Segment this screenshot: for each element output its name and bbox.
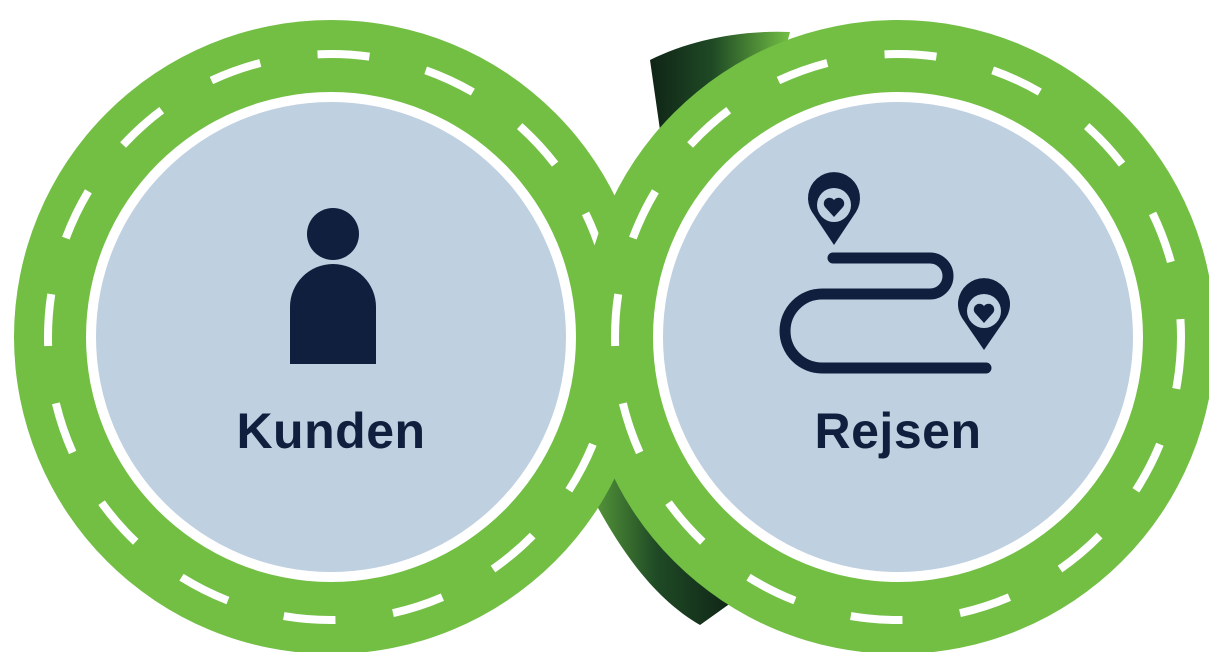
circle-rejsen: Rejsen [581, 20, 1209, 652]
inner-disc-right [663, 102, 1133, 572]
location-heart-pin-icon [958, 278, 1010, 350]
person-icon [290, 208, 376, 364]
road-dashes-right [611, 50, 1185, 624]
circle-kunden: Kunden [14, 20, 648, 652]
location-heart-pin-icon [808, 172, 860, 245]
circle-label-kunden: Kunden [236, 403, 425, 459]
journey-route-icon [779, 172, 1010, 374]
circle-label-rejsen: Rejsen [815, 403, 982, 459]
